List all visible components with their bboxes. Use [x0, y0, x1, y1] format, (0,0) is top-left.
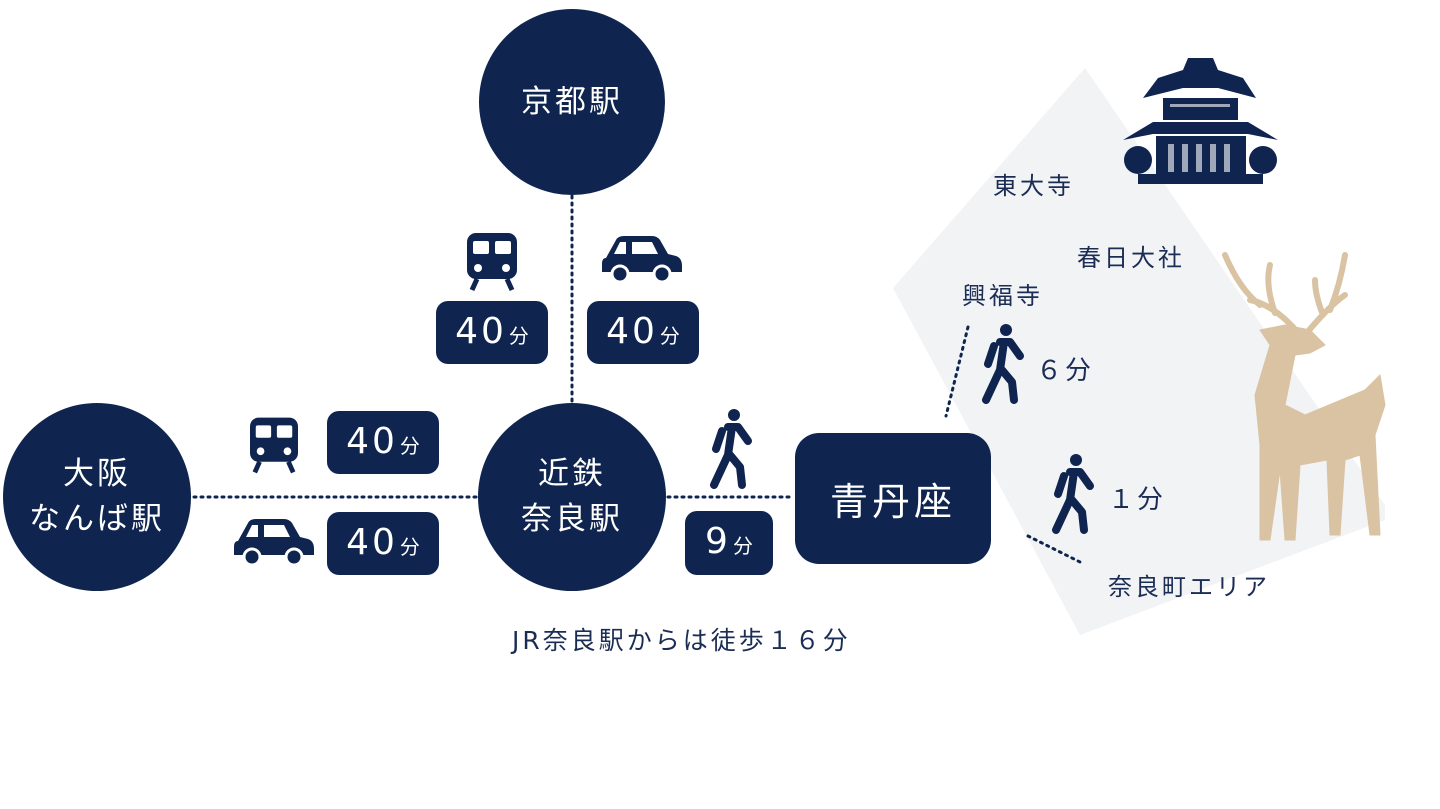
minutes: 40 [606, 311, 658, 352]
car-icon [234, 519, 314, 567]
station-osaka-line1: 大阪 [63, 456, 131, 493]
station-kintetsu-line2: 奈良駅 [521, 501, 623, 537]
unit: 分 [659, 324, 680, 348]
label-kasuga-taisha: 春日大社 [1077, 244, 1185, 272]
unit: 分 [508, 324, 529, 348]
deer-illustration [1222, 252, 1386, 541]
minutes: 40 [455, 311, 507, 352]
train-icon [467, 233, 517, 292]
station-kintetsu-line1: 近鉄 [538, 456, 606, 493]
minutes: 9 [705, 521, 731, 562]
dotted-line-naramachi [1026, 534, 1084, 565]
unit: 分 [399, 535, 420, 559]
unit: 分 [399, 434, 420, 458]
train-icon [250, 417, 298, 474]
destination-label: 青丹座 [829, 480, 956, 524]
walker-icon [710, 409, 752, 489]
walker-icon [982, 324, 1024, 404]
station-osaka-line2: なんば駅 [29, 501, 165, 537]
walker-icon [1052, 454, 1094, 534]
station-kintetsu-nara: 近鉄 奈良駅 [478, 403, 666, 591]
minutes: 40 [346, 421, 398, 462]
minutes: 40 [346, 522, 398, 563]
unit: 分 [732, 534, 753, 558]
car-icon [602, 236, 682, 284]
todaiji-temple-illustration [1123, 58, 1278, 184]
station-osaka-namba: 大阪 なんば駅 [3, 403, 191, 591]
walk-time-kofukuji: ６分 [1036, 356, 1095, 386]
station-kyoto: 京都駅 [479, 9, 665, 195]
jr-nara-note: JR奈良駅からは徒歩１６分 [512, 626, 851, 655]
station-kyoto-label: 京都駅 [521, 83, 623, 120]
destination-aonizaa-box: 青丹座 [795, 433, 991, 564]
label-naramachi-area: 奈良町エリア [1108, 573, 1270, 601]
walk-time-naramachi: １分 [1108, 485, 1167, 515]
label-todaiji: 東大寺 [993, 172, 1074, 200]
dotted-line-kofukuji [944, 325, 970, 418]
label-kofukuji: 興福寺 [962, 282, 1043, 310]
